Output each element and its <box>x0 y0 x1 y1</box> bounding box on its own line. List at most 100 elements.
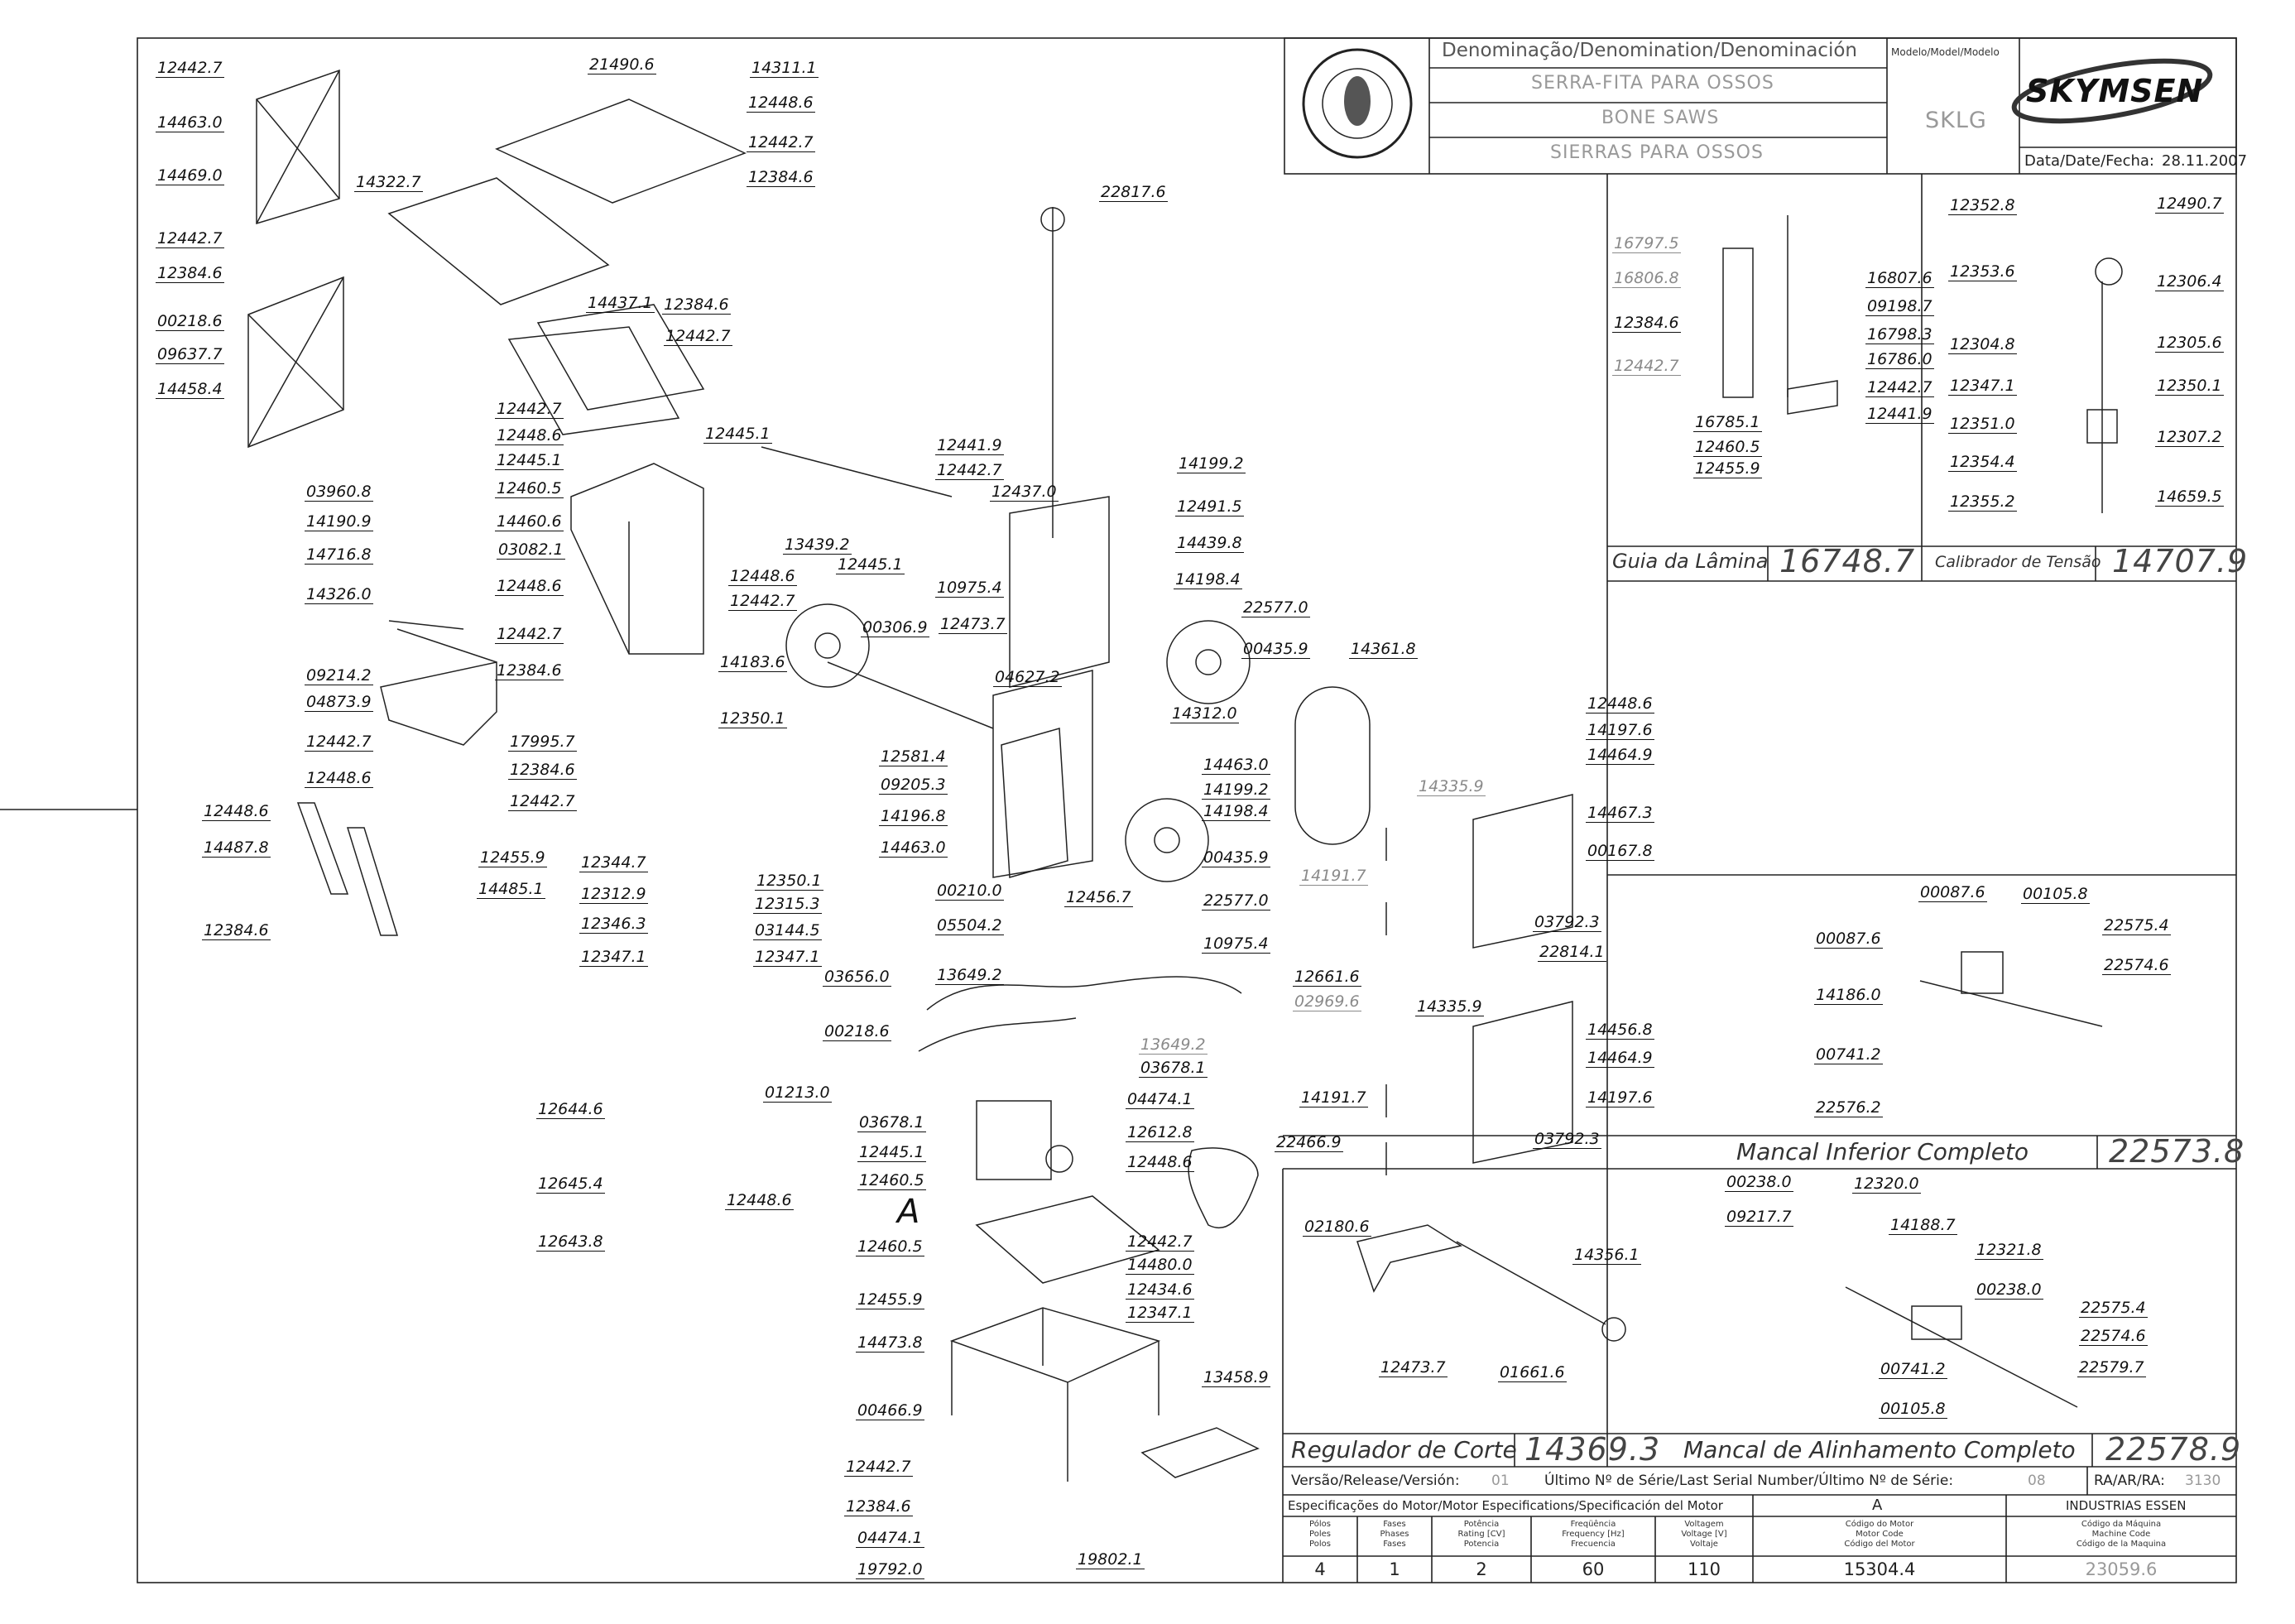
model-code: SKLG <box>1925 108 1987 133</box>
part-callout: 12350.1 <box>2155 377 2224 396</box>
part-callout: 12347.1 <box>579 948 648 967</box>
part-callout: 12312.9 <box>579 885 648 904</box>
part-callout: 00741.2 <box>1814 1045 1883 1064</box>
part-callout: 12643.8 <box>536 1232 605 1252</box>
part-callout: 14659.5 <box>2155 488 2224 507</box>
part-callout: 03792.3 <box>1533 913 1601 932</box>
part-callout: 12448.6 <box>202 802 271 821</box>
part-callout: 04474.1 <box>1126 1090 1194 1109</box>
part-callout: 09637.7 <box>156 345 224 364</box>
part-callout: 12384.6 <box>1612 314 1681 333</box>
part-callout: 12350.1 <box>718 709 787 728</box>
part-callout: 14463.0 <box>879 838 948 858</box>
part-callout: 12490.7 <box>2155 195 2224 214</box>
part-callout: 12442.7 <box>1865 378 1934 397</box>
part-callout: 03678.1 <box>857 1113 926 1132</box>
part-callout: 12384.6 <box>495 661 564 680</box>
part-callout: 12455.9 <box>856 1290 924 1309</box>
product-name-en: BONE SAWS <box>1601 108 1720 128</box>
part-callout: 00435.9 <box>1202 848 1270 867</box>
part-callout: 04627.2 <box>993 668 1062 687</box>
part-callout: 12346.3 <box>579 915 648 934</box>
part-callout: 00466.9 <box>856 1401 924 1420</box>
part-callout: 16797.5 <box>1612 234 1681 253</box>
part-callout: 12347.1 <box>1948 377 2017 396</box>
part-callout: 14188.7 <box>1889 1216 1957 1235</box>
part-callout: 14437.1 <box>586 294 655 313</box>
part-callout: 12460.5 <box>495 479 564 498</box>
upper-wheel-left <box>785 603 870 688</box>
calib-label: Calibrador de Tensão <box>1935 553 2101 571</box>
product-name-pt: SERRA-FITA PARA OSSOS <box>1531 73 1774 94</box>
part-callout: 12351.0 <box>1948 415 2017 434</box>
part-callout: 16798.3 <box>1865 325 1934 344</box>
part-callout: 09214.2 <box>305 666 373 685</box>
part-callout: 22575.4 <box>2102 916 2171 935</box>
guia-label: Guia da Lâmina <box>1612 550 1769 573</box>
guia-code: 16748.7 <box>1779 543 1916 579</box>
drawing-frame <box>137 37 2237 1583</box>
spec-label-motor-code: Código do Motor Motor Code Código del Mo… <box>1844 1520 1915 1549</box>
part-callout: 12448.6 <box>305 769 373 788</box>
part-callout: 12645.4 <box>536 1175 605 1194</box>
part-callout: 12384.6 <box>662 295 731 315</box>
part-callout: 22817.6 <box>1099 183 1168 202</box>
part-callout: 13649.2 <box>935 966 1004 985</box>
regulador-label: Regulador de Corte <box>1291 1436 1517 1463</box>
part-callout: 14198.4 <box>1174 570 1242 589</box>
part-callout: 12442.7 <box>305 733 373 752</box>
brand-logo: SKYMSEN <box>2026 73 2204 109</box>
upper-wheel-right <box>1166 620 1251 704</box>
part-callout: 14460.6 <box>495 512 564 531</box>
part-callout: 22814.1 <box>1538 943 1606 962</box>
part-callout: 02969.6 <box>1293 992 1361 1011</box>
spec-label-rating: Potência Rating [CV] Potencia <box>1457 1520 1505 1549</box>
part-callout: 12448.6 <box>747 94 815 113</box>
motor-spec-header: Especificações do Motor/Motor Especifica… <box>1288 1498 1723 1513</box>
part-callout: 03082.1 <box>497 541 565 560</box>
part-callout: 12352.8 <box>1948 196 2017 215</box>
part-callout: 22574.6 <box>2079 1327 2148 1346</box>
part-callout: 05504.2 <box>935 916 1004 935</box>
part-callout: 12355.2 <box>1948 492 2017 512</box>
mancal-alinhamento-code: 22578.9 <box>2105 1431 2242 1468</box>
part-callout: 12460.5 <box>1693 438 1762 457</box>
part-callout: 12354.4 <box>1948 453 2017 472</box>
motor-manufacturer: INDUSTRIAS ESSEN <box>2066 1498 2187 1513</box>
part-callout: 09205.3 <box>879 776 948 795</box>
saw-blade <box>1294 686 1371 845</box>
part-callout: 14199.2 <box>1202 781 1270 800</box>
part-callout: 16786.0 <box>1865 350 1934 369</box>
part-callout: 12442.7 <box>156 229 224 248</box>
part-callout: 14197.6 <box>1586 1088 1654 1107</box>
part-callout: 16785.1 <box>1693 413 1762 432</box>
spec-label-voltage: Voltagem Voltage [V] Voltaje <box>1681 1520 1727 1549</box>
part-callout: 12434.6 <box>1126 1280 1194 1300</box>
part-callout: 14487.8 <box>202 838 271 858</box>
part-callout: 13458.9 <box>1202 1368 1270 1387</box>
part-callout: 12384.6 <box>156 264 224 283</box>
part-callout: 14361.8 <box>1349 640 1418 659</box>
part-callout: 12441.9 <box>935 436 1004 455</box>
part-callout: 12350.1 <box>755 872 823 891</box>
regulador-code: 14369.3 <box>1524 1431 1661 1468</box>
part-callout: 00105.8 <box>1879 1400 1947 1419</box>
part-callout: 12448.6 <box>1586 694 1654 714</box>
part-callout: 14473.8 <box>856 1333 924 1353</box>
part-callout: 00435.9 <box>1241 640 1310 659</box>
part-callout: 14469.0 <box>156 166 224 185</box>
part-callout: 12473.7 <box>939 615 1007 634</box>
part-callout: 14464.9 <box>1586 1049 1654 1068</box>
part-callout: 14335.9 <box>1415 997 1484 1016</box>
part-callout: 03144.5 <box>753 921 822 940</box>
part-callout: 14458.4 <box>156 380 224 399</box>
part-callout: 00306.9 <box>861 618 929 637</box>
part-callout: 12456.7 <box>1064 888 1133 907</box>
part-callout: 14191.7 <box>1299 1088 1368 1107</box>
part-callout: 14190.9 <box>305 512 373 531</box>
part-callout: 14311.1 <box>750 59 819 78</box>
part-callout: 12448.6 <box>728 567 797 586</box>
part-callout: 14335.9 <box>1417 777 1486 796</box>
spec-label-frequency: Freqüência Frequency [Hz] Frecuencia <box>1562 1520 1625 1549</box>
calib-code: 14707.9 <box>2112 543 2249 579</box>
